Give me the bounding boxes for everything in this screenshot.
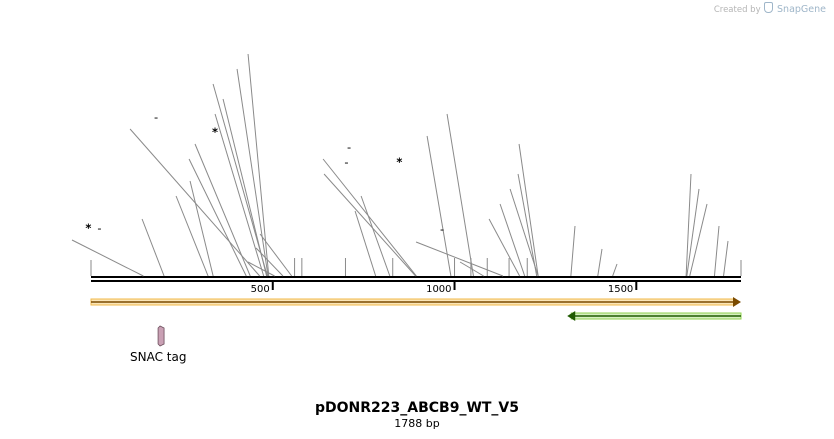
cut-site-leader (141, 218, 165, 277)
cut-site-leader (360, 195, 391, 277)
star-marker: * (212, 125, 218, 139)
cut-site-leader (194, 143, 251, 277)
cut-site-leader (259, 233, 293, 277)
name-separator: - (344, 155, 348, 169)
cut-site-leader (723, 240, 729, 277)
star-marker: * (396, 155, 402, 169)
cut-site-leader (517, 173, 538, 277)
ruler-tick-label: 1500 (608, 284, 633, 295)
credit-brand: SnapGene (777, 4, 826, 15)
cut-site-leader (71, 239, 144, 277)
cut-site-leader (236, 68, 269, 277)
cut-site-leader (415, 241, 504, 277)
cut-site-leader (459, 261, 484, 277)
cut-site-leader (188, 158, 247, 277)
plasmid-length: 1788 bp (394, 417, 440, 430)
cut-site-leader (570, 225, 576, 277)
snapgene-logo-icon (764, 2, 774, 13)
cut-site-leader (509, 188, 539, 277)
snac-tag-feature (157, 325, 165, 347)
name-separator: - (440, 222, 444, 236)
orf-reverse-arrowhead (567, 311, 576, 321)
cut-site-leader (247, 261, 275, 277)
ruler-tick-label: 500 (251, 284, 270, 295)
cut-site-leader (518, 143, 539, 277)
cut-site-leader (255, 247, 284, 277)
snac-tag-label: SNAC tag (130, 350, 187, 364)
cut-site-leader (129, 128, 261, 277)
cut-site-leader (175, 195, 209, 277)
orf-forward-arrowhead (733, 297, 741, 307)
cut-site-leader (247, 53, 270, 277)
star-marker: * (85, 221, 91, 235)
credit-prefix: Created by (713, 5, 761, 15)
cut-site-leader (499, 203, 526, 277)
cut-site-leader (446, 113, 474, 277)
name-separator: - (154, 110, 158, 124)
cut-site-leader (354, 210, 377, 277)
ruler-tick-label: 1000 (426, 284, 451, 295)
cut-site-leader (189, 180, 214, 277)
cut-site-leader (686, 188, 700, 277)
cut-site-leader (685, 173, 692, 277)
snapgene-credit: Created by SnapGene (714, 2, 826, 15)
cut-site-leader (612, 263, 618, 277)
cut-site-leader (323, 173, 417, 277)
cut-site-leader (322, 158, 417, 277)
cut-site-leader (426, 135, 452, 277)
cut-site-leader (597, 248, 603, 277)
cut-site-leader (689, 203, 708, 277)
plasmid-title: pDONR223_ABCB9_WT_V5 (314, 400, 520, 416)
cut-site-leader (713, 225, 720, 277)
name-separator: - (97, 221, 101, 235)
cut-site-leader (488, 218, 521, 277)
cut-site-leader (212, 83, 268, 277)
cut-site-leader (214, 113, 265, 277)
name-separator: - (347, 140, 351, 154)
